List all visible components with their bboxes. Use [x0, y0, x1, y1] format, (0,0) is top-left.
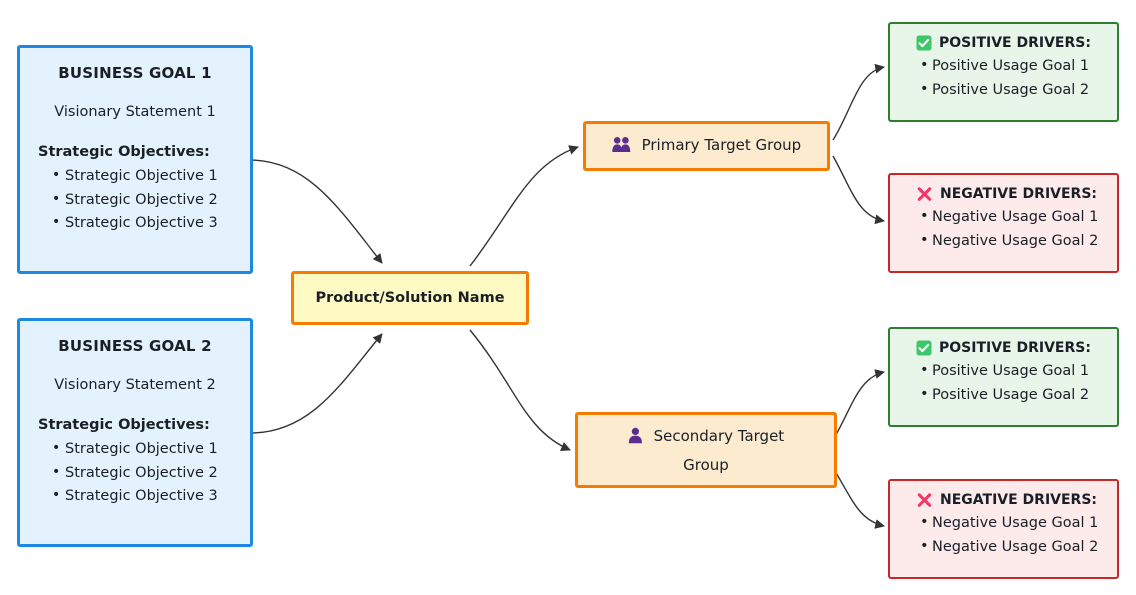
list-item: Negative Usage Goal 1: [904, 510, 1103, 535]
business-goal-2-node[interactable]: BUSINESS GOAL 2 Visionary Statement 2 St…: [17, 318, 253, 547]
drivers-heading-row: POSITIVE DRIVERS:: [904, 35, 1103, 51]
list-item: Strategic Objective 1: [52, 164, 232, 189]
drivers-heading-row: NEGATIVE DRIVERS:: [904, 492, 1103, 508]
drivers-list: Negative Usage Goal 1 Negative Usage Goa…: [904, 204, 1103, 253]
edge-secondary-to-positive-drivers: [832, 369, 885, 441]
drivers-list: Negative Usage Goal 1 Negative Usage Goa…: [904, 510, 1103, 559]
check-mark-button-icon: [916, 35, 932, 51]
negative-drivers-primary-node[interactable]: NEGATIVE DRIVERS: Negative Usage Goal 1 …: [888, 173, 1119, 273]
goal-objectives-list: Strategic Objective 1 Strategic Objectiv…: [38, 164, 232, 236]
edge-secondary-to-negative-drivers: [832, 467, 885, 529]
goal-title: BUSINESS GOAL 1: [58, 64, 212, 82]
check-mark-button-icon: [916, 340, 932, 356]
business-goal-1-node[interactable]: BUSINESS GOAL 1 Visionary Statement 1 St…: [17, 45, 253, 274]
list-item: Negative Usage Goal 2: [904, 534, 1103, 559]
positive-drivers-primary-node[interactable]: POSITIVE DRIVERS: Positive Usage Goal 1 …: [888, 22, 1119, 122]
cross-mark-icon: [916, 186, 933, 202]
list-item: Negative Usage Goal 1: [904, 204, 1103, 229]
goal-objectives-list: Strategic Objective 1 Strategic Objectiv…: [38, 437, 232, 509]
drivers-list: Positive Usage Goal 1 Positive Usage Goa…: [904, 53, 1103, 102]
goal-title: BUSINESS GOAL 2: [58, 337, 212, 355]
drivers-heading: NEGATIVE DRIVERS:: [940, 492, 1098, 508]
goal-objectives-label: Strategic Objectives:: [38, 144, 210, 160]
positive-drivers-secondary-node[interactable]: POSITIVE DRIVERS: Positive Usage Goal 1 …: [888, 327, 1119, 427]
edge-primary-to-positive-drivers: [832, 63, 885, 141]
edge-goal1-to-product: [251, 159, 383, 264]
list-item: Strategic Objective 1: [52, 437, 232, 462]
drivers-list: Positive Usage Goal 1 Positive Usage Goa…: [904, 358, 1103, 407]
edge-product-to-secondary-target: [469, 329, 571, 451]
list-item: Negative Usage Goal 2: [904, 228, 1103, 253]
goal-vision-statement: Visionary Statement 1: [54, 104, 216, 120]
secondary-target-group-node[interactable]: Secondary Target Group: [575, 412, 837, 488]
list-item: Positive Usage Goal 2: [904, 382, 1103, 407]
target-group-label: Primary Target Group: [641, 135, 802, 154]
drivers-heading: NEGATIVE DRIVERS:: [940, 186, 1098, 202]
list-item: Strategic Objective 2: [52, 188, 232, 213]
primary-target-group-node[interactable]: Primary Target Group: [583, 121, 830, 171]
edge-product-to-primary-target: [469, 145, 579, 267]
goal-objectives-label: Strategic Objectives:: [38, 417, 210, 433]
drivers-heading-row: NEGATIVE DRIVERS:: [904, 186, 1103, 202]
drivers-heading: POSITIVE DRIVERS:: [939, 340, 1091, 356]
edge-goal2-to-product: [251, 333, 383, 434]
list-item: Strategic Objective 3: [52, 484, 232, 509]
target-group-label: Secondary Target Group: [653, 426, 785, 474]
product-solution-node[interactable]: Product/Solution Name: [291, 271, 529, 325]
list-item: Positive Usage Goal 1: [904, 358, 1103, 383]
list-item: Strategic Objective 2: [52, 461, 232, 486]
negative-drivers-secondary-node[interactable]: NEGATIVE DRIVERS: Negative Usage Goal 1 …: [888, 479, 1119, 579]
drivers-heading-row: POSITIVE DRIVERS:: [904, 340, 1103, 356]
list-item: Positive Usage Goal 2: [904, 77, 1103, 102]
goal-vision-statement: Visionary Statement 2: [54, 377, 216, 393]
list-item: Positive Usage Goal 1: [904, 53, 1103, 78]
drivers-heading: POSITIVE DRIVERS:: [939, 35, 1091, 51]
edge-primary-to-negative-drivers: [832, 155, 885, 225]
product-label: Product/Solution Name: [315, 290, 505, 306]
two-people-icon: [612, 135, 631, 161]
cross-mark-icon: [916, 492, 933, 508]
list-item: Strategic Objective 3: [52, 211, 232, 236]
person-icon: [628, 426, 643, 452]
